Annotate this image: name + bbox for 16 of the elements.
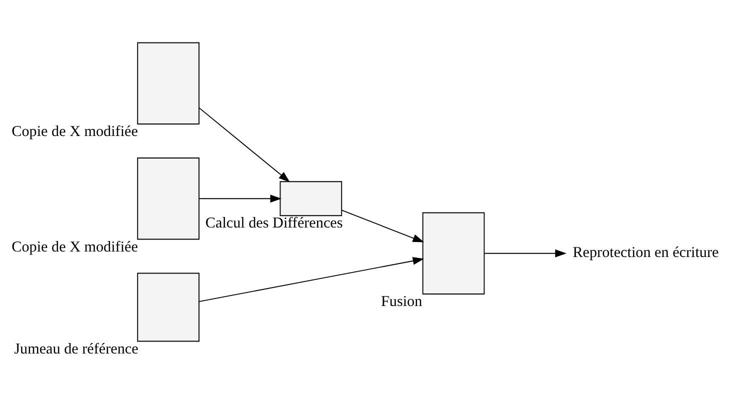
node-label: Fusion [381, 294, 422, 310]
node-label: Calcul des Différences [205, 216, 343, 232]
node-label: Jumeau de référence [14, 341, 138, 358]
node-box [137, 42, 200, 124]
node-label: Copie de X modifiée [12, 239, 138, 256]
node-label: Copie de X modifiée [12, 124, 138, 140]
node-box [422, 212, 485, 294]
node-box [137, 272, 200, 342]
node-box [280, 181, 342, 216]
arrow [198, 194, 282, 203]
node-box [137, 158, 200, 240]
arrow [341, 210, 424, 242]
arrow [484, 249, 567, 258]
node-text: Reprotection en écriture [572, 244, 719, 261]
arrow [198, 107, 290, 182]
arrow [198, 257, 424, 302]
